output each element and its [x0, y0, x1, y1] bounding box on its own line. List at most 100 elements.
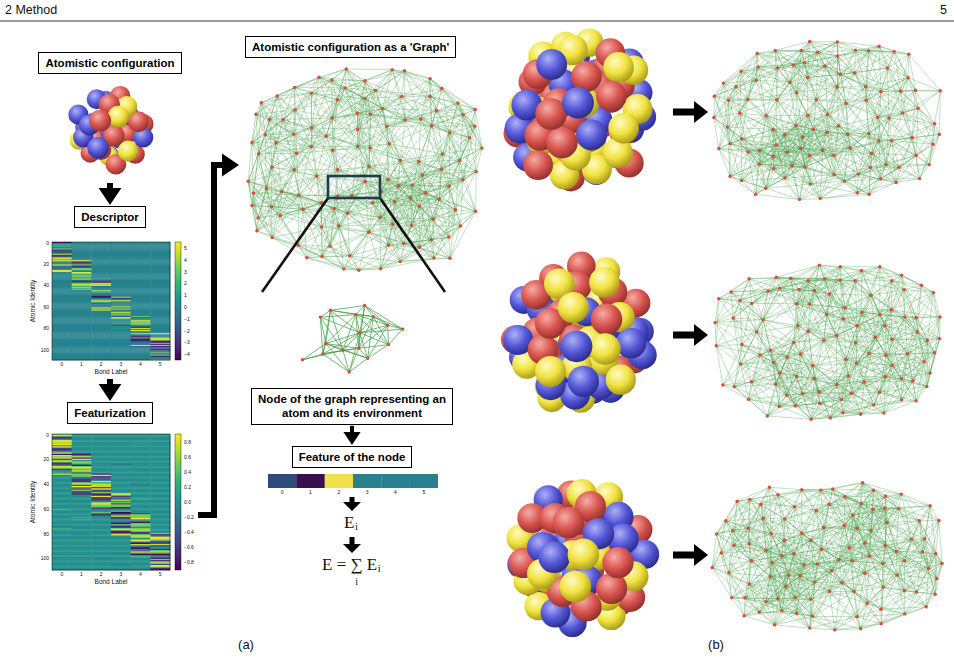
graph-vertex	[794, 124, 797, 127]
graph-vertex	[336, 98, 339, 101]
graph-vertex	[818, 263, 821, 266]
graph-picture	[711, 481, 944, 632]
graph-vertex	[715, 344, 718, 347]
graph-vertex	[371, 201, 374, 204]
graph-vertex	[838, 278, 841, 281]
graph-vertex	[747, 398, 750, 401]
atom-sphere	[603, 52, 634, 83]
graph-vertex	[721, 383, 724, 386]
graph-vertex	[820, 548, 823, 551]
graph-vertex	[772, 167, 775, 170]
graph-vertex	[367, 165, 370, 168]
graph-vertex	[385, 125, 388, 128]
graph-vertex	[270, 205, 273, 208]
graph-vertex	[808, 302, 811, 305]
graph-vertex	[841, 411, 844, 414]
graph-vertex	[839, 265, 842, 268]
graph-vertex	[447, 235, 450, 238]
graph-vertex	[280, 190, 283, 193]
graph-vertex	[458, 159, 461, 162]
graph-vertex	[775, 98, 778, 101]
graph-vertex	[933, 122, 936, 125]
graph-vertex	[448, 131, 451, 134]
atom-sphere	[538, 542, 570, 574]
atom-sphere	[535, 356, 566, 387]
graph-vertex	[854, 279, 857, 282]
graph-vertex	[386, 324, 389, 327]
graph-vertex	[282, 118, 285, 121]
graph-vertex	[771, 155, 774, 158]
graph-vertex	[928, 371, 931, 374]
graph-vertex	[785, 150, 788, 153]
graph-vertex	[732, 316, 735, 319]
graph-vertex	[358, 331, 361, 334]
graph-vertex	[918, 177, 921, 180]
graph-vertex	[430, 124, 433, 127]
graph-edges	[303, 306, 403, 373]
graph-vertex	[808, 154, 811, 157]
colorbar	[175, 242, 181, 360]
graph-vertex	[448, 184, 451, 187]
graph-vertex	[867, 193, 870, 196]
graph-vertex	[324, 135, 327, 138]
graph-vertex	[411, 183, 414, 186]
graph-vertex	[915, 316, 918, 319]
graph-vertex	[861, 481, 864, 484]
graph-vertex	[480, 146, 483, 149]
graph-vertex	[903, 288, 906, 291]
graph-vertex	[897, 166, 900, 169]
graph-vertex	[440, 168, 443, 171]
graph-vertex	[890, 139, 893, 142]
graph-edges	[248, 69, 482, 270]
graph-vertex	[250, 204, 253, 207]
graph-vertex	[801, 135, 804, 138]
graph-vertex	[276, 94, 279, 97]
graph-vertex	[750, 380, 753, 383]
graph-vertex	[386, 178, 389, 181]
graph-vertex	[797, 288, 800, 291]
arrow-head	[343, 544, 361, 553]
graph-vertex	[791, 164, 794, 167]
graph-vertex	[409, 196, 412, 199]
graph-vertex	[733, 385, 736, 388]
graph-vertex	[931, 143, 934, 146]
atom-sphere	[553, 507, 584, 538]
graph-vertex	[424, 191, 427, 194]
graph-vertex	[779, 371, 782, 374]
graph-vertex	[915, 154, 918, 157]
atom-cluster	[504, 28, 657, 191]
graph-vertex	[417, 160, 420, 163]
graph-vertex	[330, 116, 333, 119]
feature-cell	[268, 474, 297, 488]
graph-vertex	[301, 208, 304, 211]
graph-vertex	[911, 379, 914, 382]
graph-vertex	[823, 65, 826, 68]
graph-vertex	[348, 370, 351, 373]
atom-sphere	[562, 87, 594, 119]
graph-vertex	[819, 197, 822, 200]
graph-vertex	[754, 193, 757, 196]
graph-vertex	[920, 284, 923, 287]
graph-vertex	[764, 114, 767, 117]
graph-vertex	[459, 224, 462, 227]
graph-vertex	[921, 550, 924, 553]
graph-vertex	[419, 117, 422, 120]
graph-vertex	[295, 152, 298, 155]
graph-vertex	[252, 191, 255, 194]
graph-vertex	[761, 318, 764, 321]
graph-vertex	[906, 352, 909, 355]
feature-cell	[296, 474, 325, 488]
graph-vertex	[933, 351, 936, 354]
graph-vertex	[854, 341, 857, 344]
graph-vertex	[915, 590, 918, 593]
graph-vertex	[879, 608, 882, 611]
graph-vertex	[317, 76, 320, 79]
graph-vertex	[840, 581, 843, 584]
graph-vertex	[331, 149, 334, 152]
graph-vertex	[293, 168, 296, 171]
graph-vertex	[468, 136, 471, 139]
graph-vertex	[399, 159, 402, 162]
arrow-shaft	[350, 537, 355, 545]
graph-vertex	[766, 414, 769, 417]
